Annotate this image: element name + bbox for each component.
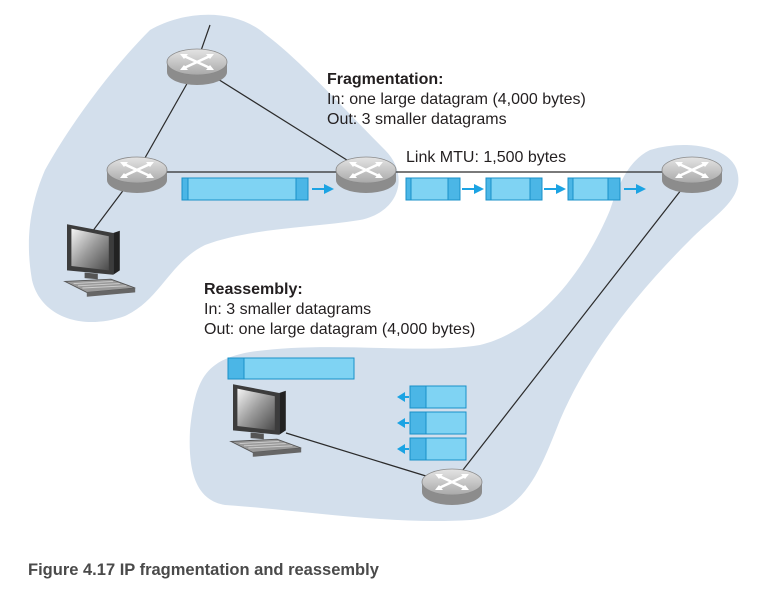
fragmentation-in: In: one large datagram (4,000 bytes) [327,91,586,108]
fragment-2 [485,177,543,201]
link-right-bottom-router [451,175,693,485]
reassembly-out: Out: one large datagram (4,000 bytes) [204,321,476,338]
incoming-fragment-2 [397,411,467,435]
fragmentation-out: Out: 3 smaller datagrams [327,111,507,128]
link-top-mid-router [196,65,367,173]
reassembly-title: Reassembly: [204,281,303,298]
router-left [105,155,169,195]
fragment-1 [405,177,461,201]
router-bottom [420,467,484,507]
fragment-3 [567,177,621,201]
large-datagram-in [181,177,309,201]
right-network-cloud [189,144,739,522]
fragment-arrow-3-icon [624,184,646,194]
left-network-cloud [28,14,399,323]
incoming-fragment-3 [397,437,467,461]
reassembly-in: In: 3 smaller datagrams [204,301,372,318]
arrow-into-router-icon [312,184,334,194]
router-middle [334,155,398,195]
reassembly-label: Reassembly: In: 3 smaller datagrams Out:… [204,280,475,340]
router-top [165,47,229,87]
fragmentation-title: Fragmentation: [327,71,444,88]
figure-caption: Figure 4.17 IP fragmentation and reassem… [28,561,379,579]
router-right [660,155,724,195]
link-mtu-label: Link MTU: 1,500 bytes [406,149,567,166]
link-bottom-router-host [285,432,453,485]
incoming-fragment-1 [397,385,467,409]
fragmentation-label: Fragmentation: In: one large datagram (4… [327,70,586,130]
large-datagram-out [227,357,355,380]
fragment-arrow-2-icon [544,184,566,194]
fragment-arrow-1-icon [462,184,484,194]
